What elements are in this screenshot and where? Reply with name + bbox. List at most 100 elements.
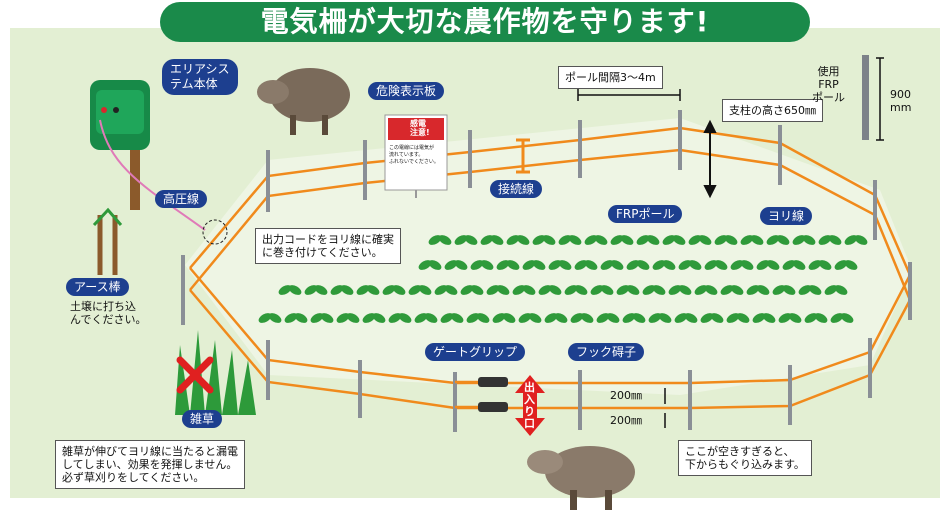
cross-icon xyxy=(176,356,214,394)
page-title: 電気柵が大切な農作物を守ります! xyxy=(160,2,810,42)
danger-sign-label: 危険表示板 xyxy=(368,82,445,100)
weed-note: 雑草が伸びてヨリ線に当たると漏電 してしまい、効果を発揮しません。 必ず草刈りを… xyxy=(55,440,245,489)
earth-rod-label: アース棒 xyxy=(66,278,129,296)
fence-poles xyxy=(181,110,912,432)
crop-icon xyxy=(730,260,754,270)
crop-icon xyxy=(746,285,770,295)
hook-insulator-label: フック碍子 xyxy=(568,343,645,361)
crop-icon xyxy=(674,313,698,323)
twisted-wire-label: ヨリ線 xyxy=(760,207,813,225)
crop-icon xyxy=(688,235,712,245)
crop-icon xyxy=(792,235,816,245)
unit-label: エリアシス テム本体 xyxy=(162,59,238,95)
gap-200-top: 200㎜ xyxy=(610,389,642,402)
crop-icon xyxy=(678,260,702,270)
crop-icon xyxy=(642,285,666,295)
crop-icon xyxy=(486,285,510,295)
earth-rod-note: 土壌に打ち込 んでください。 xyxy=(70,300,147,326)
gate-grip xyxy=(455,377,508,412)
crop-icon xyxy=(356,285,380,295)
crop-icon xyxy=(440,313,464,323)
crop-icon xyxy=(596,313,620,323)
crop-icon xyxy=(590,285,614,295)
output-cord xyxy=(99,119,206,231)
frp-pole-icon xyxy=(862,55,884,141)
boar-icon xyxy=(527,446,635,510)
gap-200-bottom: 200㎜ xyxy=(610,414,642,427)
crop-icon xyxy=(284,313,308,323)
crop-icon xyxy=(548,260,572,270)
crop-icon xyxy=(622,313,646,323)
crop-icon xyxy=(584,235,608,245)
crop-icon xyxy=(434,285,458,295)
entrance-label: 出入り口 xyxy=(524,381,535,430)
crop-icon xyxy=(544,313,568,323)
crop-icon xyxy=(522,260,546,270)
crop-icon xyxy=(388,313,412,323)
boar-icon xyxy=(257,68,350,135)
cord-attach-marker xyxy=(202,219,228,245)
crop-icon xyxy=(538,285,562,295)
gap-note: ここが空きすぎると、 下からもぐり込みます。 xyxy=(678,440,812,476)
crop-icon xyxy=(834,260,858,270)
crop-icon xyxy=(726,313,750,323)
crop-icon xyxy=(662,235,686,245)
frp-pole-label: FRPポール xyxy=(608,205,683,223)
crop-icon xyxy=(668,285,692,295)
weed-label: 雑草 xyxy=(182,410,223,428)
crop-icon xyxy=(704,260,728,270)
weed-icon xyxy=(175,330,256,415)
crop-icon xyxy=(574,260,598,270)
crop-icon xyxy=(382,285,406,295)
crop-icon xyxy=(808,260,832,270)
crop-icon xyxy=(772,285,796,295)
connection-wire xyxy=(516,138,530,174)
crop-icon xyxy=(330,285,354,295)
crop-icon xyxy=(408,285,432,295)
pole-spacing-arrow xyxy=(577,89,681,101)
crop-icon xyxy=(564,285,588,295)
crop-icon xyxy=(512,285,536,295)
crop-icon xyxy=(310,313,334,323)
crop-icon xyxy=(428,235,452,245)
frp-pole-name: 使用 FRP ポール xyxy=(812,65,845,104)
crop-icon xyxy=(720,285,744,295)
hv-wire-label: 高圧線 xyxy=(155,190,208,208)
crop-icon xyxy=(460,285,484,295)
crop-field xyxy=(258,235,868,323)
electric-fence-unit-icon xyxy=(90,80,150,210)
crop-icon xyxy=(480,235,504,245)
sign-body: この電線には電気が 流れています。 ふれないでください。 xyxy=(389,145,439,165)
crop-icon xyxy=(756,260,780,270)
crop-icon xyxy=(466,313,490,323)
sign-title: 感電 注意! xyxy=(410,119,430,137)
crop-icon xyxy=(506,235,530,245)
crop-icon xyxy=(804,313,828,323)
crop-icon xyxy=(700,313,724,323)
entrance-arrow xyxy=(515,375,545,436)
crop-icon xyxy=(782,260,806,270)
earth-rod-icon xyxy=(92,207,123,275)
crop-icon xyxy=(610,235,634,245)
danger-sign-icon xyxy=(384,114,448,198)
crop-icon xyxy=(278,285,302,295)
crop-icon xyxy=(470,260,494,270)
crop-icon xyxy=(558,235,582,245)
crop-icon xyxy=(496,260,520,270)
crop-icon xyxy=(518,313,542,323)
post-height-arrow xyxy=(703,119,717,199)
crop-icon xyxy=(532,235,556,245)
crop-icon xyxy=(414,313,438,323)
crop-icon xyxy=(752,313,776,323)
crop-icon xyxy=(830,313,854,323)
crop-icon xyxy=(766,235,790,245)
crop-icon xyxy=(636,235,660,245)
crop-icon xyxy=(626,260,650,270)
crop-icon xyxy=(714,235,738,245)
crop-icon xyxy=(570,313,594,323)
crop-icon xyxy=(304,285,328,295)
crop-icon xyxy=(492,313,516,323)
crop-icon xyxy=(694,285,718,295)
